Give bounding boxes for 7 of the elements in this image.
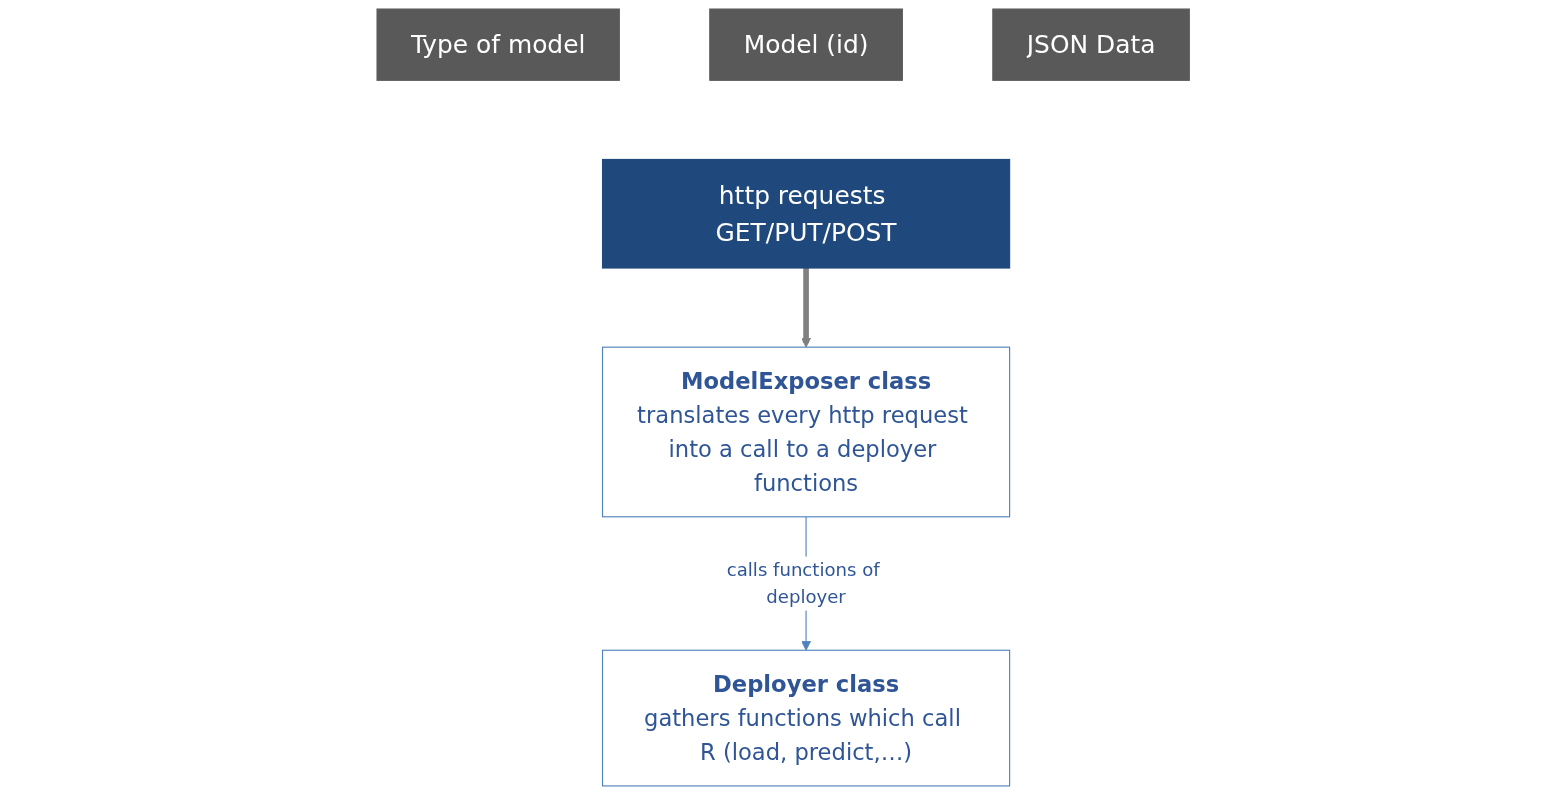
arrow — [801, 268, 812, 348]
node-box: Deployer class gathers functions which call R (load, predict,…) — [602, 649, 1011, 787]
node-box: Model (id) — [709, 8, 904, 81]
node-box: Type of model — [376, 8, 621, 81]
node-box: ModelExposer class translates every http request into a call to a deployer functions — [602, 346, 1011, 518]
node-box: http requests GET/PUT/POST — [602, 158, 1011, 269]
edge-label: calls functions of deployer — [727, 558, 880, 608]
